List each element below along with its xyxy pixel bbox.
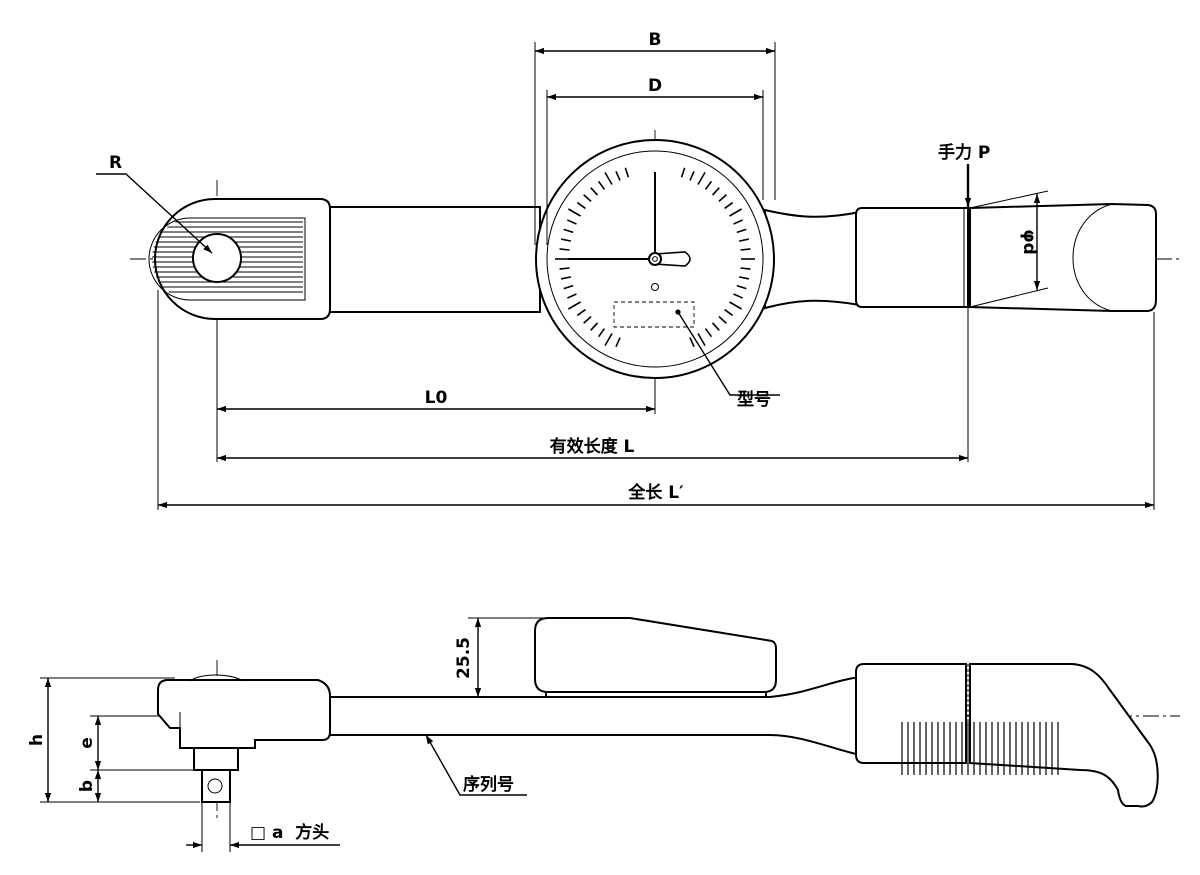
dial-tick [559,248,570,251]
ratchet-head [154,198,331,320]
dial-tick [718,315,727,324]
drive-hole [192,233,242,283]
pointer-tail [654,251,691,267]
zero-marker [651,283,659,291]
dial-tick [738,276,750,280]
dial-tick [689,170,695,181]
dial-tick [729,301,743,310]
dial-tick [590,187,599,196]
r-leader [96,173,213,254]
dial-housing [534,617,777,693]
dial-tick [718,194,727,203]
dial-tick [563,284,574,290]
serial-leader [425,734,527,796]
dial-tick [560,276,572,280]
dial-tick [576,201,586,210]
dial-tick [559,267,570,270]
phi-d-extension-bottom [969,287,1049,308]
dial-tick [583,315,592,324]
dial-tick [563,228,574,234]
dial-tick [736,284,747,290]
side-view: 25.5 h e b □ a 方头 序列号 [27,617,1180,852]
dial-tick [604,171,613,185]
model-leader-dot [675,309,681,315]
top-view: B D R 手力 P φd 型号 L0 有效长度 L 全长 L′ [96,30,1180,510]
dial-tick [733,293,744,299]
l0-label: L0 [425,388,448,408]
dial-tick [597,180,606,190]
dial-tick [729,208,743,217]
grip-rear [969,202,1157,312]
e-label: e [77,737,97,749]
b-label: B [649,30,662,50]
dial-hub-center [652,256,658,262]
square-drive [201,769,231,803]
dial-tick [724,308,734,317]
dial-tick [736,228,747,234]
dial-tick [604,333,613,347]
dial-tick [740,248,751,251]
dial-inner [546,150,764,368]
square-drive-ball [207,778,223,794]
dial-tick [733,219,744,225]
dial-tick [711,187,720,196]
model-plate [613,301,695,328]
dial-tick [560,238,572,242]
side-grip-ridges [901,722,1059,775]
height-25-5-label: 25.5 [454,637,474,679]
dial-tick [566,293,577,299]
dial-ticks [555,167,755,348]
model-label: 型号 [737,389,771,410]
dial-tick [680,167,686,178]
dial-tick [615,170,621,181]
shaft [324,206,541,313]
dial-tick [740,267,751,270]
dial-tick [624,167,630,178]
serial-label: 序列号 [463,774,514,795]
square-drive-label: □ a 方头 [250,822,329,843]
side-ratchet-head [157,679,331,749]
dial-tick [704,180,713,190]
grip-front [855,207,969,308]
d-label: D [648,76,662,96]
dial-tick [724,201,734,210]
head-top-curve [189,674,244,682]
dial-tick [697,171,706,185]
dial-tick [567,208,581,217]
h-label: h [27,734,47,746]
neck [764,208,861,310]
knurl-area-outline [148,217,306,301]
dial-tick [566,219,577,225]
effective-length-label: 有效长度 L [550,436,635,457]
model-leader [677,311,780,396]
dial-tick [711,322,720,331]
dial-tick [738,238,750,242]
dial-tick [583,194,592,203]
phi-d-extension-top [969,190,1049,209]
grip-end-curve [1072,203,1113,312]
dial-hub [648,252,662,266]
hand-force-label: 手力 P [938,142,990,163]
drive-adapter [193,747,239,771]
dial-tick [615,337,621,348]
dial-tick [567,301,581,310]
total-length-label: 全长 L′ [627,482,684,503]
side-grip-rear [969,663,1159,808]
dial-tick [689,337,695,348]
dial-tick [704,328,713,338]
r-label: R [109,153,122,173]
dial-tick [597,328,606,338]
b-side-label: b [77,780,97,792]
phi-d-label: φd [1019,229,1039,254]
dial-tick [576,308,586,317]
dial-tick [590,322,599,331]
dial-tick [697,333,706,347]
